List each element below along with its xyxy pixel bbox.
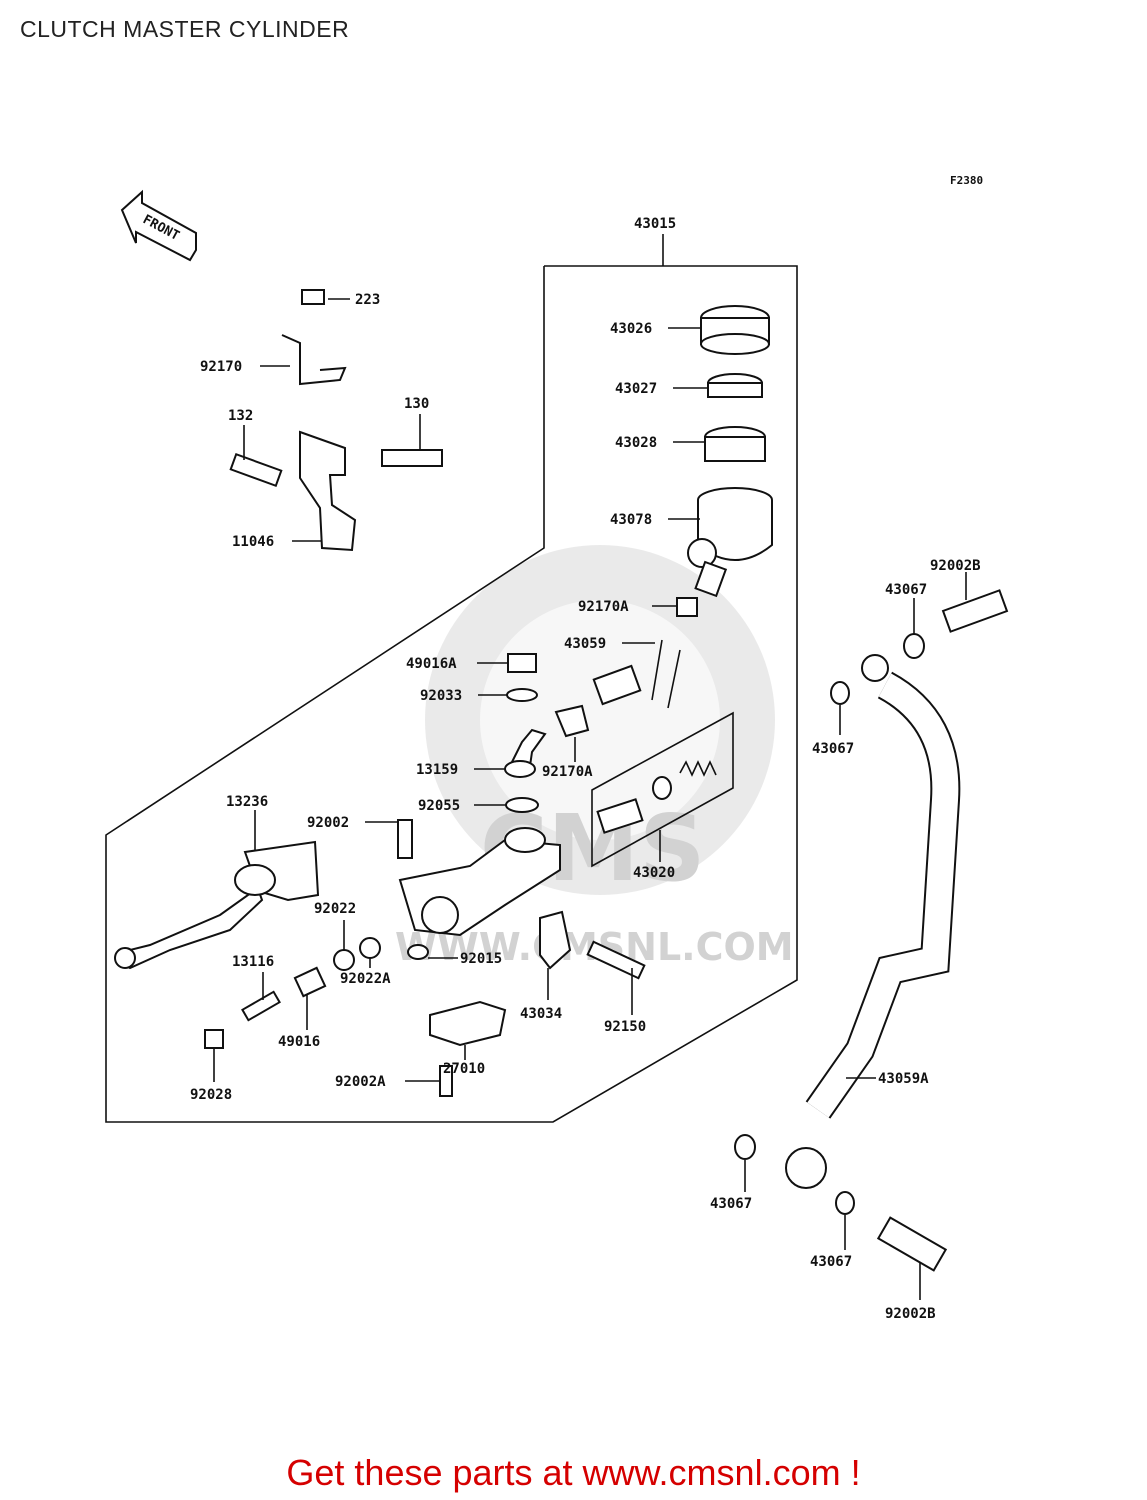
circlip-92022 <box>333 949 355 971</box>
part-label: 92015 <box>460 951 502 967</box>
reservoir-hose <box>651 639 681 709</box>
part-label: 13116 <box>232 954 274 970</box>
diaphragm <box>704 426 766 462</box>
part-label: 13236 <box>226 794 268 810</box>
cap-92028 <box>204 1029 224 1049</box>
front-arrow-icon: FRONT <box>120 189 197 262</box>
part-label: 92033 <box>420 688 462 704</box>
spring <box>679 760 717 777</box>
part-label: 43067 <box>812 741 854 757</box>
part-label: 43028 <box>615 435 657 451</box>
part-label: 43034 <box>520 1006 562 1022</box>
collar-92022a <box>359 937 381 959</box>
switch-27010 <box>429 1000 507 1047</box>
figure-code: F2380 <box>950 174 983 187</box>
piston-kit-frame <box>591 711 734 868</box>
hose-clamp-upper <box>676 597 698 617</box>
part-label: 92002B <box>885 1306 936 1322</box>
part-label: 223 <box>355 292 380 308</box>
part-label: 43015 <box>634 216 676 232</box>
reservoir <box>687 487 773 598</box>
part-label: 92170A <box>542 764 593 780</box>
part-label: 92170 <box>200 359 242 375</box>
part-label: 92150 <box>604 1019 646 1035</box>
piston <box>596 798 644 834</box>
clamp-92170 <box>281 334 347 386</box>
bracket-11046 <box>299 430 357 552</box>
clutch-hose <box>785 654 961 1189</box>
part-label: 92170A <box>578 599 629 615</box>
clutch-lever <box>114 840 320 970</box>
part-label: 43059A <box>878 1071 929 1087</box>
part-label: 43067 <box>885 582 927 598</box>
assembly-frame <box>105 265 798 1123</box>
part-label: 43059 <box>564 636 606 652</box>
part-label: 92028 <box>190 1087 232 1103</box>
part-label: 43067 <box>810 1254 852 1270</box>
part-label: 130 <box>404 396 429 412</box>
part-labels: 43015 223 92170 130 132 11046 43026 4302… <box>190 216 981 1322</box>
part-label: 13159 <box>416 762 458 778</box>
leader-lines <box>213 298 967 1300</box>
part-label: 92002A <box>335 1074 386 1090</box>
part-label: 43026 <box>610 321 652 337</box>
part-label: 43020 <box>633 865 675 881</box>
part-label: 49016A <box>406 656 457 672</box>
footer-promo: Get these parts at www.cmsnl.com ! <box>286 1452 861 1493</box>
oring-92055 <box>505 797 539 813</box>
part-label: 49016 <box>278 1034 320 1050</box>
bolt-130 <box>381 449 443 467</box>
banjo-bolt-lower <box>876 1216 948 1272</box>
part-label: 11046 <box>232 534 274 550</box>
part-label: 92002 <box>307 815 349 831</box>
page-title: CLUTCH MASTER CYLINDER <box>20 16 350 42</box>
hose-clamp-lower <box>554 704 590 738</box>
reservoir-cap <box>700 305 770 355</box>
part-label: 92022A <box>340 971 391 987</box>
part-label: 27010 <box>443 1061 485 1077</box>
cap-49016a <box>507 653 537 673</box>
diaphragm-plate <box>707 373 763 398</box>
holder-43034 <box>539 910 572 970</box>
part-label: 43067 <box>710 1196 752 1212</box>
part-label: 92022 <box>314 901 356 917</box>
bolt-132 <box>229 452 283 488</box>
banjo-bolt-upper <box>941 589 1009 633</box>
adjuster-13116 <box>241 990 281 1022</box>
bushing-49016 <box>293 966 327 998</box>
fitting-13159 <box>504 728 547 778</box>
part-label: 92002B <box>930 558 981 574</box>
part-label: 43027 <box>615 381 657 397</box>
part-label: 132 <box>228 408 253 424</box>
parts-diagram: CMS WWW.CMSNL.COM F2380 FRONT <box>105 174 1009 1322</box>
master-cylinder-body <box>398 827 561 937</box>
bolt-92150 <box>586 940 646 980</box>
part-label: 43078 <box>610 512 652 528</box>
oring-92033 <box>506 688 538 702</box>
part-label: 92055 <box>418 798 460 814</box>
screw-223 <box>301 289 325 305</box>
